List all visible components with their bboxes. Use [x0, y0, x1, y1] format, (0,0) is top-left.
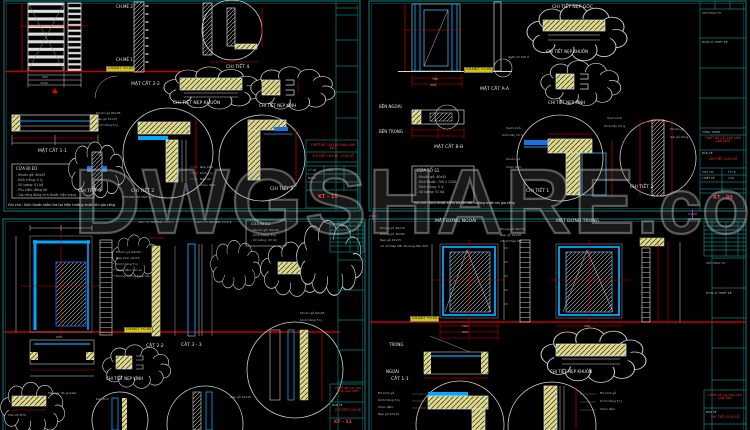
mid-section-strip — [519, 239, 531, 323]
bottom-detail-circle-right — [507, 381, 597, 430]
detail-circle-1 — [218, 114, 306, 202]
magenta-cross-marker — [688, 209, 697, 219]
slatted-door-elevation — [19, 2, 118, 99]
corner-detail-circle-1 — [516, 114, 613, 202]
right-detail-clouds — [210, 219, 364, 419]
dwgshare-watermark: DWGSHARE.com — [73, 155, 750, 250]
cloud-detail-3 — [68, 141, 125, 199]
sheet-4-door-elevations — [368, 218, 747, 430]
cloud-nep-goc — [526, 4, 628, 62]
cloud-nep-khuon-s4 — [540, 327, 647, 383]
door-frame-elevation — [15, 225, 100, 338]
title-block-sheet-2 — [699, 1, 746, 211]
title-block-sheet-4 — [703, 219, 747, 430]
window-note-box — [411, 165, 475, 203]
sheet-3-door-d2-sections — [0, 212, 377, 430]
watermark-text: DWGSHARE — [73, 151, 637, 253]
detail-circle-4 — [201, 0, 263, 63]
frame-section-strips — [133, 1, 213, 73]
title-block-sheet-1 — [305, 0, 359, 212]
cloud-nep-kinh — [250, 66, 336, 111]
sheet-2-window-s1-details — [368, 0, 747, 219]
bottom-detail-clouds — [0, 344, 244, 430]
elevation-exterior — [431, 240, 508, 340]
plan-section-1-1 — [11, 114, 99, 146]
cloud-nep-khuon — [163, 66, 262, 110]
door-d2-note-box — [245, 219, 287, 247]
watermark-suffix: .com — [636, 162, 750, 250]
elevation-interior — [550, 237, 681, 333]
cloud-nep-kinh-s2 — [540, 60, 622, 106]
detail-circle-2 — [122, 107, 214, 199]
bar-detail-circle-2 — [619, 119, 697, 197]
window-section-elevation — [398, 1, 515, 87]
bottom-detail-circle-left — [412, 380, 505, 430]
sheet-1-door-d1-details — [3, 0, 361, 212]
plan-section-b-b — [411, 104, 465, 139]
door-plan-section — [29, 339, 95, 377]
vertical-section-strips — [99, 234, 213, 337]
title-block-sheet-3 — [329, 219, 365, 430]
plan-section-cat-1-1 — [423, 335, 489, 379]
